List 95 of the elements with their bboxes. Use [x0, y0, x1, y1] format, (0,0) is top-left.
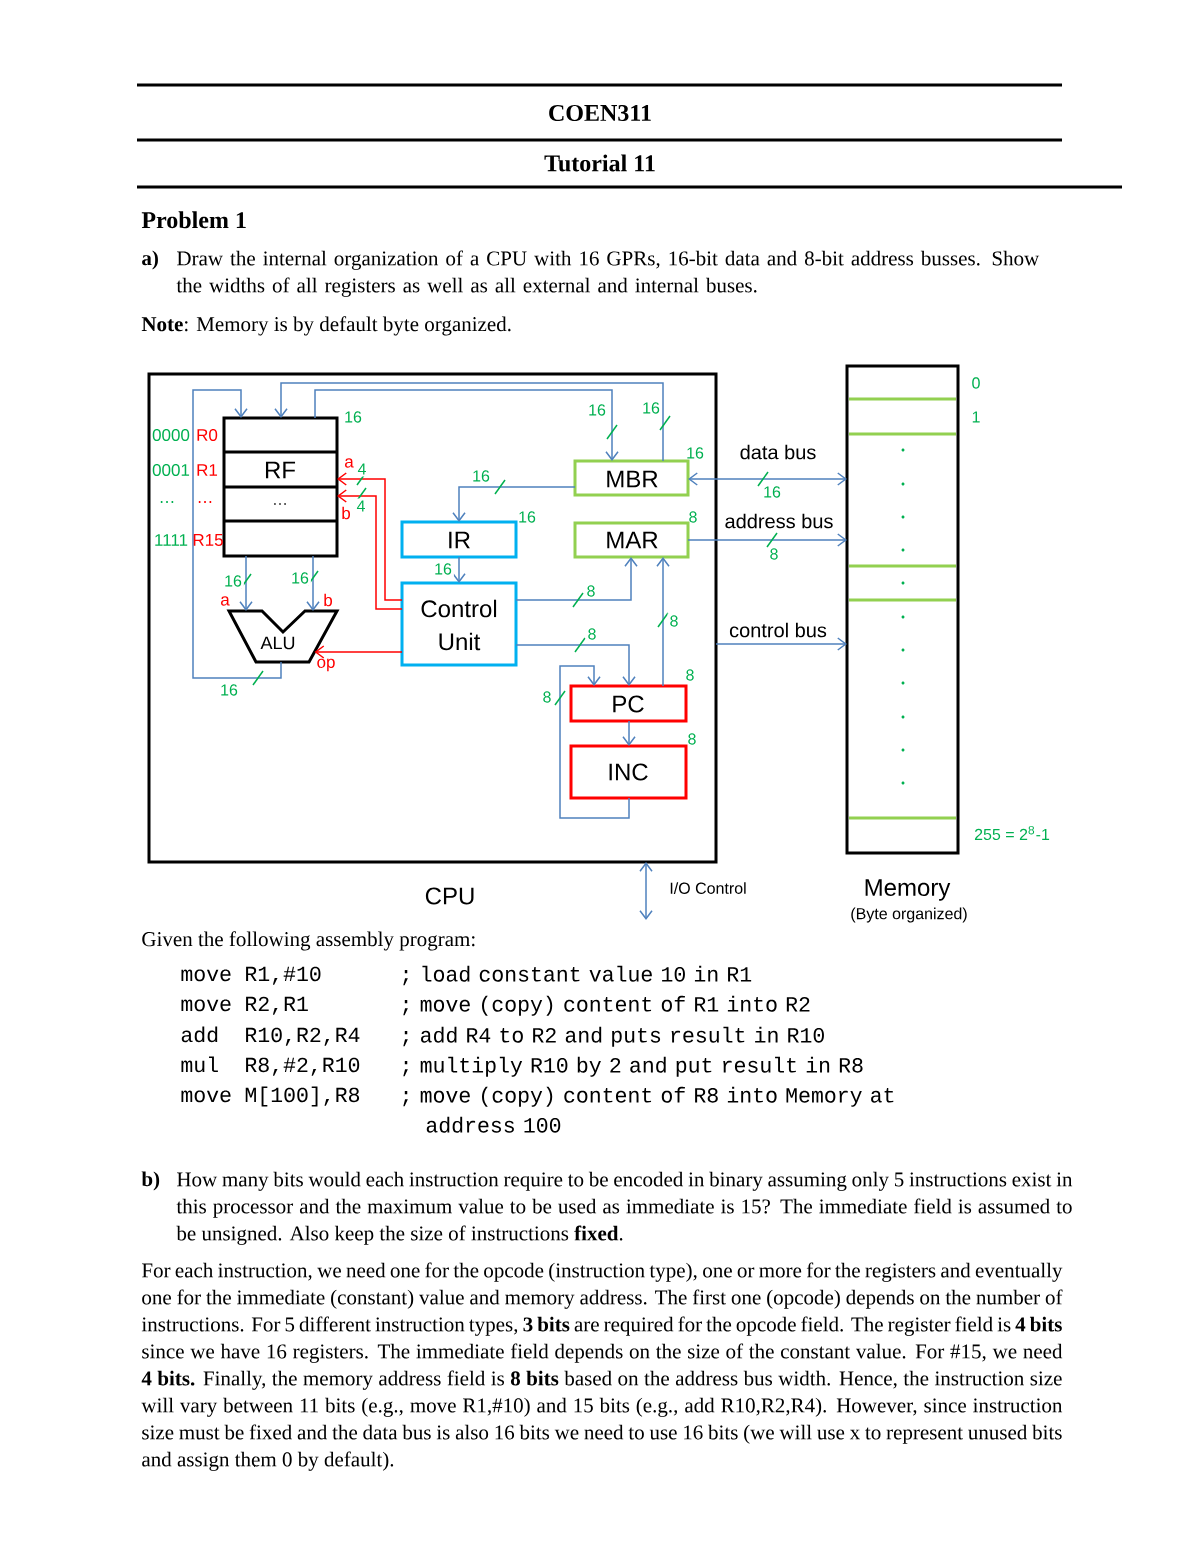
bit-width-label: 8: [688, 733, 696, 745]
question-text: How many bits would each instruction require to be encoded in binary assuming only 5 instructions exist in this processor and the maximum value to be used as immediate is 15? The immediate field is assumed to be unsigned. Also keep the size of instructions fixed.: [176, 1171, 1073, 1245]
port-label: a: [345, 458, 354, 468]
arrow: [559, 665, 630, 819]
note-text: Note: Memory is by default byte organized.: [141, 316, 511, 336]
arrow: [452, 486, 576, 522]
code-text: M[100],R8: [245, 1086, 360, 1107]
double-arrow: [639, 862, 653, 920]
register-box: MAR: [573, 521, 690, 559]
memory-block: Memory (Byte organized): [845, 364, 967, 923]
item-marker: b): [141, 1171, 160, 1191]
bit-width-label: 0: [972, 377, 980, 389]
edge-label: 16: [222, 573, 244, 589]
code-text: R8,#2,R10: [246, 1057, 360, 1076]
port-label: a: [221, 596, 230, 606]
edge-label: 8: [584, 583, 598, 599]
register-name: R0: [197, 429, 218, 441]
node-label: CPU: [425, 887, 474, 905]
code-text: move: [181, 999, 231, 1012]
edge-label: 4: [355, 461, 369, 477]
edge-label: 16: [640, 400, 662, 416]
arrow: [337, 472, 403, 601]
item-marker: a): [142, 250, 158, 270]
edge-label: address bus: [722, 511, 836, 531]
port-label: b: [342, 506, 351, 520]
bit-width-label: 16: [687, 447, 704, 459]
arrow: [715, 637, 847, 651]
code-text: R10,R2,R4: [246, 1027, 360, 1046]
edge-label: 8: [540, 689, 554, 705]
edge-label: 16: [432, 561, 454, 577]
question-text: Draw the internal organization of a CPU with 16 GPRs, 16-bit data and 8-bit address busses. Show the widths of all registers as well as all external and internal buses.: [176, 250, 1040, 297]
arrow: [515, 557, 638, 601]
bit-width-label: 255 = 2$^{8}$-1: [974, 825, 1050, 841]
arrow: [656, 557, 670, 687]
code-text: R1,#10: [246, 966, 321, 985]
edge-label: 8: [667, 613, 681, 629]
code-text: move: [181, 1090, 231, 1103]
bit-width-label: 8: [686, 669, 694, 681]
arrow: [192, 389, 282, 679]
register-name: R15: [193, 534, 223, 546]
register-box: MBR: [573, 459, 690, 497]
arrow: [239, 555, 253, 611]
arrow: [337, 489, 403, 610]
arrow: [622, 720, 636, 746]
comment-text: ; move (copy) content of R1 into R2: [403, 995, 810, 1016]
edge-label: 4: [354, 498, 368, 514]
comment-text: ; multiply R10 by 2 and put result in R8: [403, 1056, 863, 1077]
bus-width: 16: [764, 486, 781, 498]
arrow: [452, 556, 466, 583]
title: COEN311: [549, 104, 651, 122]
code-text: R2,R1: [246, 996, 308, 1015]
problem-heading: Problem 1: [141, 211, 246, 229]
code-text: add: [181, 1026, 218, 1043]
comment-text: ; load constant value 10 in R1: [403, 965, 752, 986]
register-box: PC: [569, 684, 688, 723]
edge-label: data bus: [737, 442, 819, 462]
edge-label: 16: [470, 468, 492, 484]
register-box: IR: [400, 520, 518, 559]
bit-width-label: 1: [972, 411, 980, 423]
comment-text: ; add R4 to R2 and puts result in R10: [403, 1026, 824, 1047]
register-address: …: [160, 501, 174, 503]
edge-label: control bus: [727, 620, 829, 640]
arrow: [515, 644, 636, 686]
register-address: 0000: [152, 429, 190, 441]
register-address: 1111: [155, 534, 188, 546]
bus-width: 8: [770, 548, 778, 560]
register-address: 0001: [152, 464, 190, 476]
register-file: RF …: [222, 416, 339, 558]
edge-label: 16: [289, 570, 311, 586]
bit-width-label: 16: [345, 411, 362, 423]
port-label: b: [324, 593, 333, 607]
incrementer-box: INC: [569, 744, 688, 800]
arrow: [687, 533, 847, 547]
edge-label: 16: [218, 682, 240, 698]
edge-label: I/O Control: [667, 880, 749, 896]
answer-text: For each instruction, we need one for the opcode (instruction type), one or more for the registers and eventually one for the immediate (constant) value and memory address. The first one (opcode) depends on the number of instructions. For 5 different instruction types, 3 bits are required for the opcode field. The register field is 4 bits since we have 16 registers. The immediate field depends on the size of the constant value. For #15, we need 4 bits. Finally, the memory address field is 8 bits based on the address bus width. Hence, the instruction size will vary between 11 bits (e.g., move R1,#10) and 15 bits (e.g., add R10,R2,R4). However, since instruction size must be fixed and the data bus is also 16 bits we need to use 16 bits (we will use x to represent unused bits and assign them 0 by default).: [141, 1262, 1063, 1471]
subtitle: Tutorial 11: [544, 154, 655, 172]
register-name: …: [198, 501, 212, 503]
code-text: move: [181, 969, 231, 982]
code-text: mul: [181, 1056, 218, 1073]
register-name: R1: [197, 464, 218, 476]
arrow: [274, 382, 664, 462]
arrow: [314, 389, 619, 461]
comment-text: ; move (copy) content of R8 into Memory at address 100: [403, 1086, 894, 1133]
bit-width-label: 16: [519, 511, 536, 523]
node-label: (Byte organized): [851, 907, 967, 923]
bit-width-label: 8: [689, 511, 697, 523]
intro-text: Given the following assembly program:: [142, 931, 475, 951]
edge-label: 8: [585, 626, 599, 642]
edge-label: 16: [586, 402, 608, 418]
node-label: Memory: [865, 879, 951, 901]
arrow: [314, 645, 403, 659]
control-unit-box: Control Unit: [400, 581, 518, 667]
double-arrow: [688, 472, 847, 486]
arrow: [306, 555, 320, 611]
